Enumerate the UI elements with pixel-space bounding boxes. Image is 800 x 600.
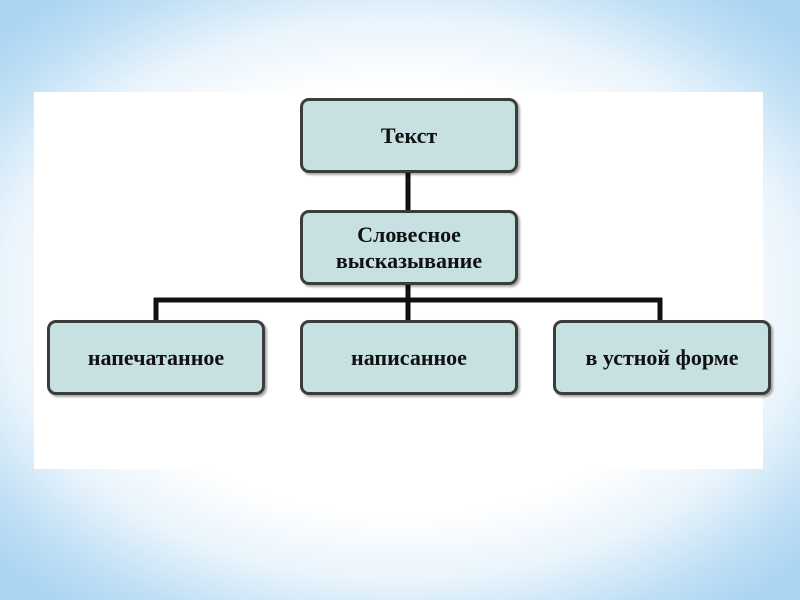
node-root-label: Текст [380, 122, 438, 148]
node-child-1-label: напечатанное [87, 344, 225, 370]
node-child-3: в устной форме [553, 320, 771, 395]
node-child-1: напечатанное [47, 320, 265, 395]
node-child-3-label: в устной форме [585, 344, 739, 370]
node-child-2: написанное [300, 320, 518, 395]
node-root: Текст [300, 98, 518, 173]
node-middle: Словесное высказывание [300, 210, 518, 285]
node-child-2-label: написанное [351, 344, 467, 370]
node-middle-label: Словесное высказывание [335, 222, 483, 273]
